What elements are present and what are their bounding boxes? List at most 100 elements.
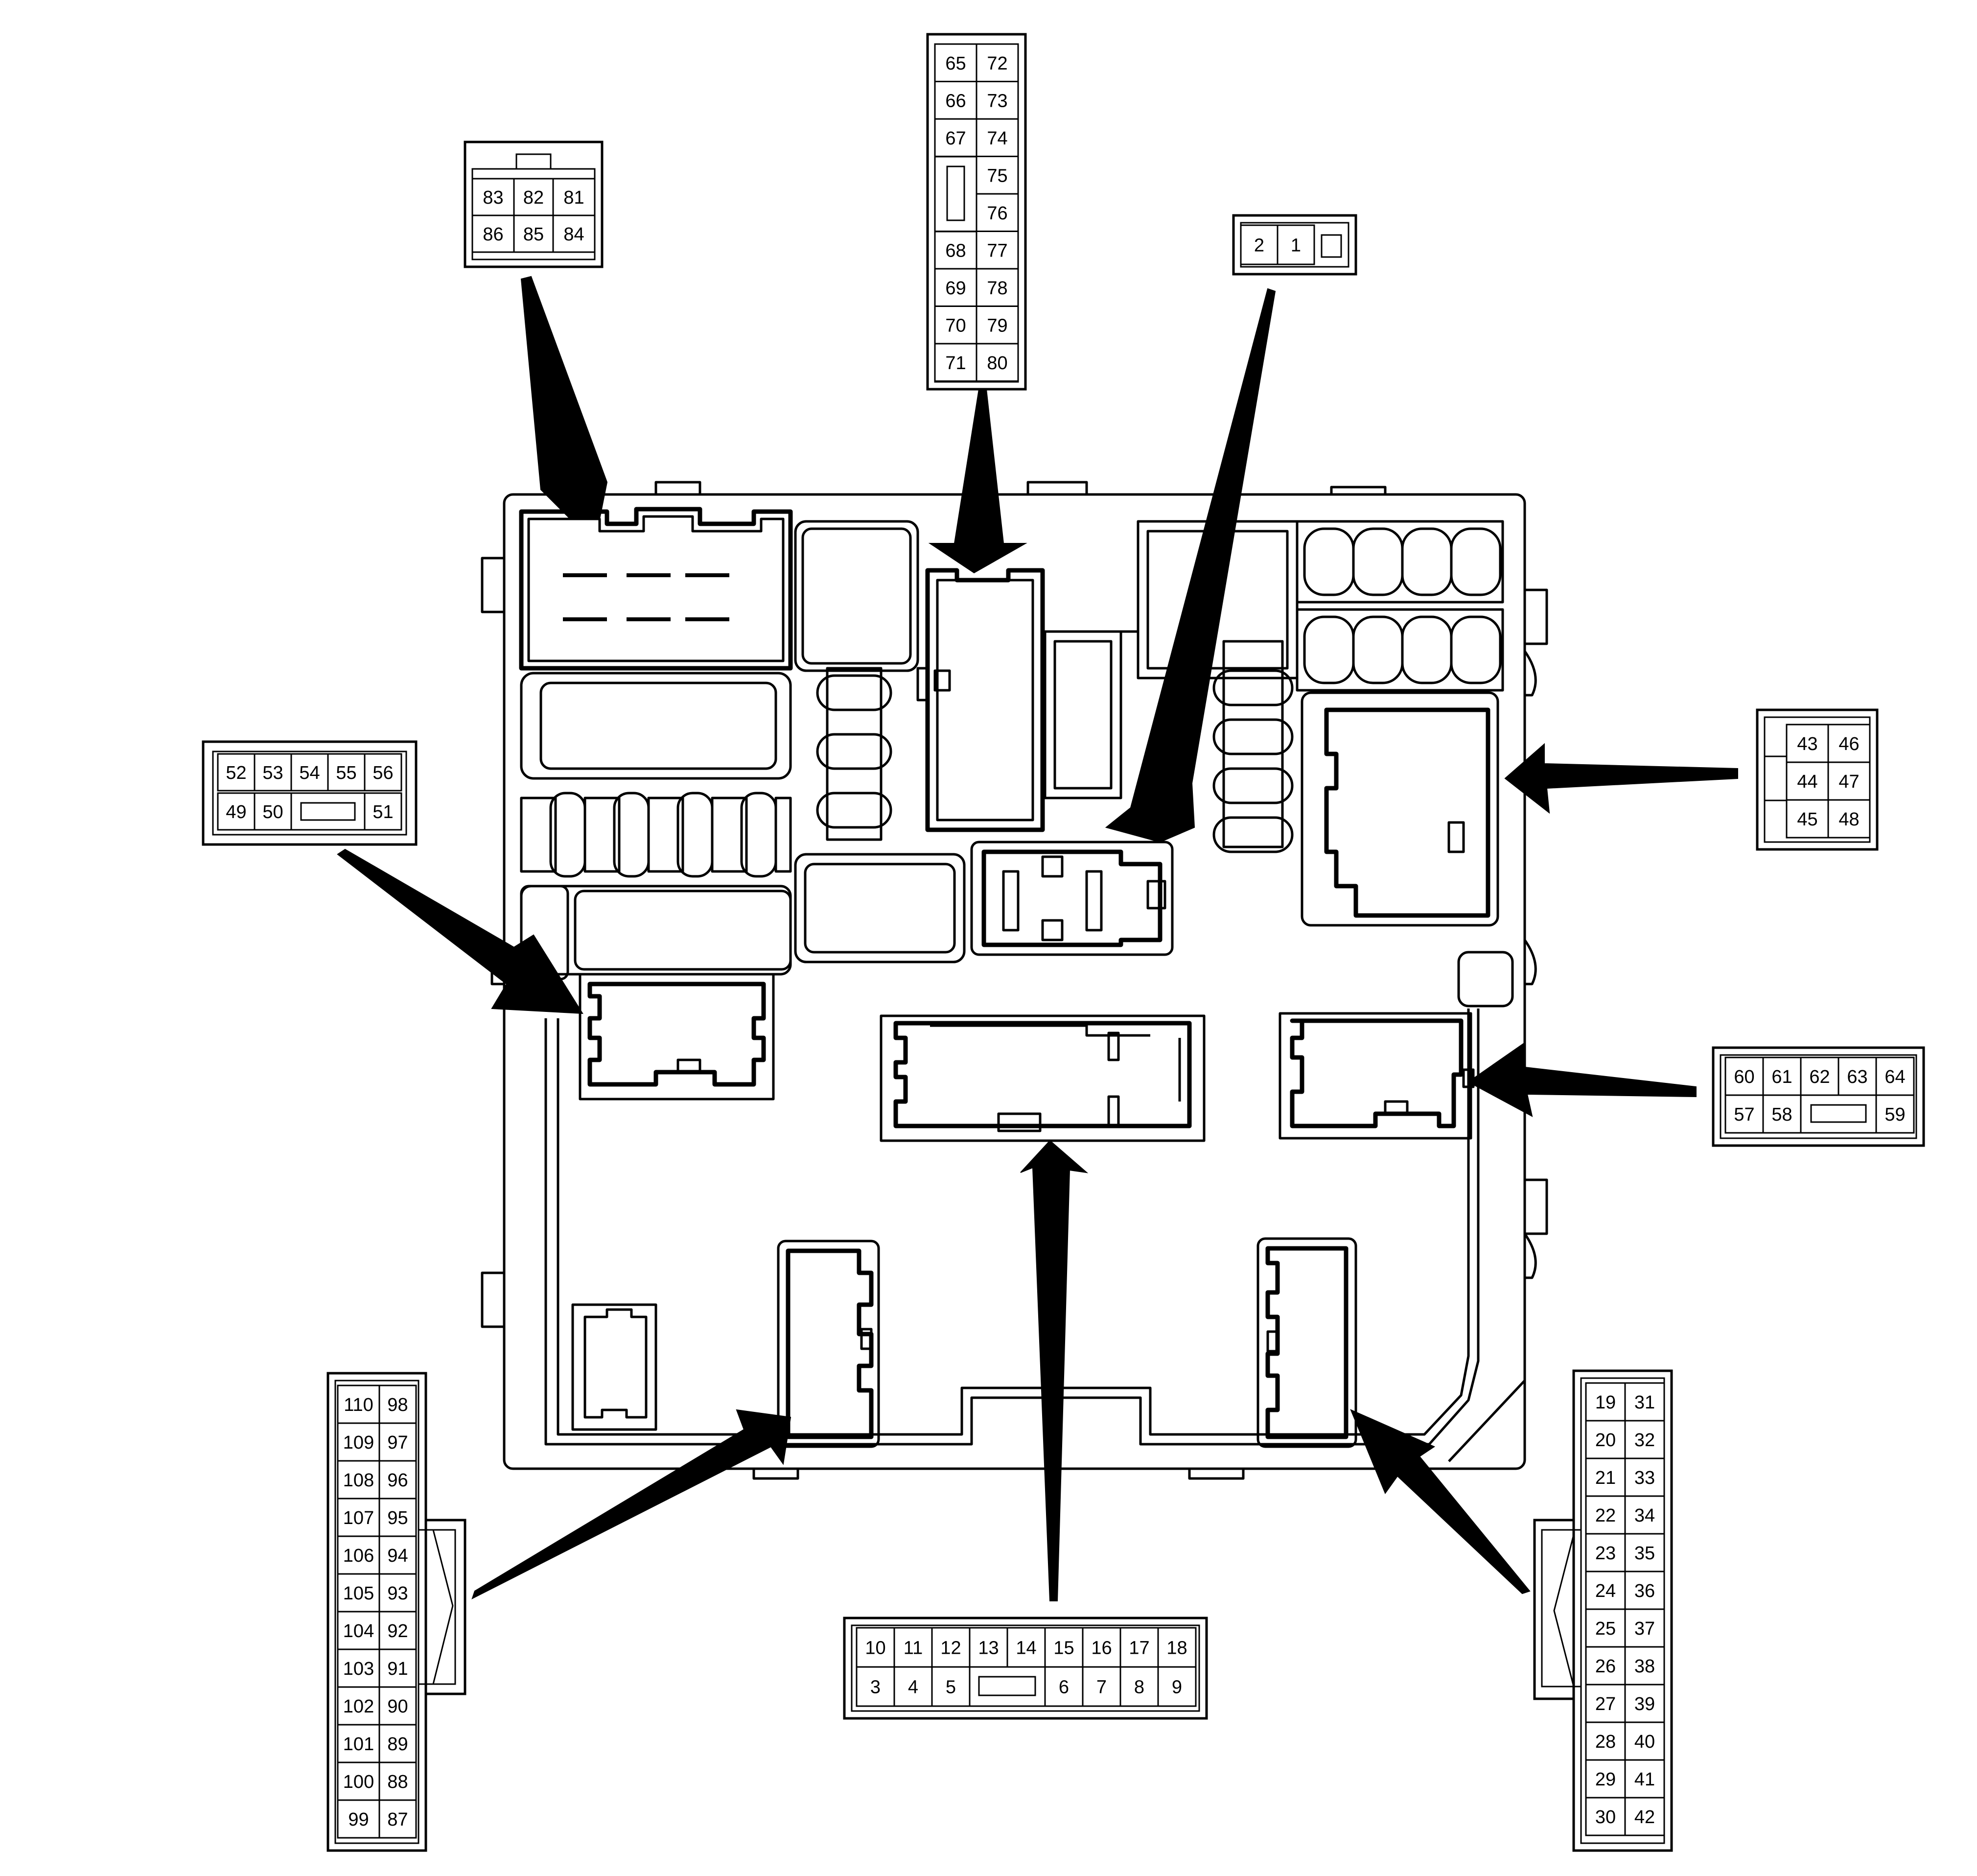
pin-label: 39	[1634, 1694, 1655, 1714]
arrow-to-57-64	[1467, 1042, 1697, 1117]
arrow-to-87-110	[471, 1409, 791, 1599]
pin-label: 77	[987, 240, 1007, 261]
pin-label: 13	[978, 1638, 999, 1659]
pin-label: 86	[483, 224, 503, 245]
pin-label: 106	[343, 1546, 374, 1566]
pin-label: 47	[1838, 772, 1859, 792]
pin-label: 65	[945, 53, 966, 74]
pin-label: 34	[1634, 1505, 1655, 1526]
pin-label: 94	[387, 1546, 408, 1566]
pin-label: 89	[387, 1734, 408, 1755]
relay-top-center	[794, 520, 966, 963]
pin-label: 108	[343, 1470, 374, 1491]
pin-label: 10	[865, 1638, 885, 1659]
pin-label: 46	[1838, 734, 1859, 754]
pin-label: 29	[1595, 1769, 1616, 1790]
pin-label: 25	[1595, 1618, 1616, 1639]
pin-label: 71	[945, 353, 966, 374]
pin-label: 32	[1634, 1430, 1655, 1451]
pin-label: 81	[563, 188, 584, 208]
pin-label: 12	[940, 1638, 961, 1659]
pin-label: 75	[987, 165, 1007, 186]
pin-label: 44	[1797, 772, 1817, 792]
pin-label: 110	[344, 1395, 373, 1415]
pin-label: 30	[1595, 1807, 1616, 1828]
pin-label: 62	[1809, 1067, 1830, 1087]
pin-label: 67	[945, 128, 966, 149]
pin-label: 1	[1291, 235, 1301, 256]
pin-label: 64	[1884, 1067, 1905, 1087]
pin-label: 14	[1016, 1638, 1036, 1659]
pin-label: 85	[523, 224, 544, 245]
pin-label: 79	[987, 315, 1007, 336]
pin-label: 104	[343, 1621, 374, 1642]
pin-label: 66	[945, 91, 966, 111]
socket-43-48	[1301, 691, 1514, 1008]
fuse-stack-center-right	[1212, 640, 1294, 853]
pin-label: 80	[987, 353, 1007, 374]
pin-label: 40	[1634, 1732, 1655, 1752]
pin-label: 26	[1595, 1656, 1616, 1677]
socket-57-64	[1279, 1012, 1475, 1140]
fuse-rows-right	[1296, 520, 1504, 692]
arrow-to-43-48	[1504, 743, 1738, 814]
pin-label: 55	[336, 763, 356, 783]
pin-label: 7	[1096, 1677, 1107, 1698]
fuse-row-left	[520, 792, 792, 878]
pin-label: 72	[987, 53, 1007, 74]
pin-label: 92	[387, 1621, 408, 1642]
pin-label: 38	[1634, 1656, 1655, 1677]
pin-label: 103	[343, 1659, 374, 1679]
pin-label: 48	[1838, 809, 1859, 830]
pointer-arrows	[337, 276, 1738, 1601]
arrow-to-83-86	[520, 276, 608, 519]
pin-label: 96	[387, 1470, 408, 1491]
pin-label: 41	[1634, 1769, 1655, 1790]
pin-label: 82	[523, 188, 544, 208]
relay-left-large	[520, 672, 792, 981]
pin-label: 31	[1634, 1392, 1655, 1413]
pin-label: 20	[1595, 1430, 1616, 1451]
pin-label: 33	[1634, 1468, 1655, 1488]
pin-label: 98	[387, 1395, 408, 1415]
pin-label: 9	[1172, 1677, 1182, 1698]
pin-label: 109	[343, 1432, 374, 1453]
pin-label: 6	[1059, 1677, 1069, 1698]
pin-label: 16	[1091, 1638, 1112, 1659]
pin-label: 74	[987, 128, 1007, 149]
socket-83-86	[519, 507, 793, 671]
pin-label: 93	[387, 1583, 408, 1604]
pin-label: 23	[1595, 1543, 1616, 1564]
pin-label: 78	[987, 278, 1007, 299]
pin-label: 51	[372, 802, 393, 822]
pin-label: 68	[945, 240, 966, 261]
pin-label: 87	[387, 1809, 408, 1830]
pin-label: 105	[343, 1583, 374, 1604]
pin-label: 27	[1595, 1694, 1616, 1714]
pin-label: 22	[1595, 1505, 1616, 1526]
relay-top-right	[1044, 520, 1299, 799]
socket-19-42	[1256, 1237, 1357, 1448]
pin-label: 58	[1771, 1104, 1792, 1125]
pin-label: 5	[946, 1677, 956, 1698]
pin-label: 60	[1734, 1067, 1754, 1087]
pin-label: 100	[343, 1772, 374, 1792]
pin-label: 90	[387, 1696, 408, 1717]
arrow-to-3-18	[1020, 1140, 1089, 1601]
pin-label: 59	[1884, 1104, 1905, 1125]
pin-label: 37	[1634, 1618, 1655, 1639]
pin-label: 76	[987, 203, 1007, 224]
pin-label: 88	[387, 1772, 408, 1792]
arrow-to-1-2	[1105, 288, 1276, 843]
pin-label: 2	[1254, 235, 1264, 256]
pin-label: 54	[299, 763, 320, 783]
pin-label: 56	[372, 763, 393, 783]
